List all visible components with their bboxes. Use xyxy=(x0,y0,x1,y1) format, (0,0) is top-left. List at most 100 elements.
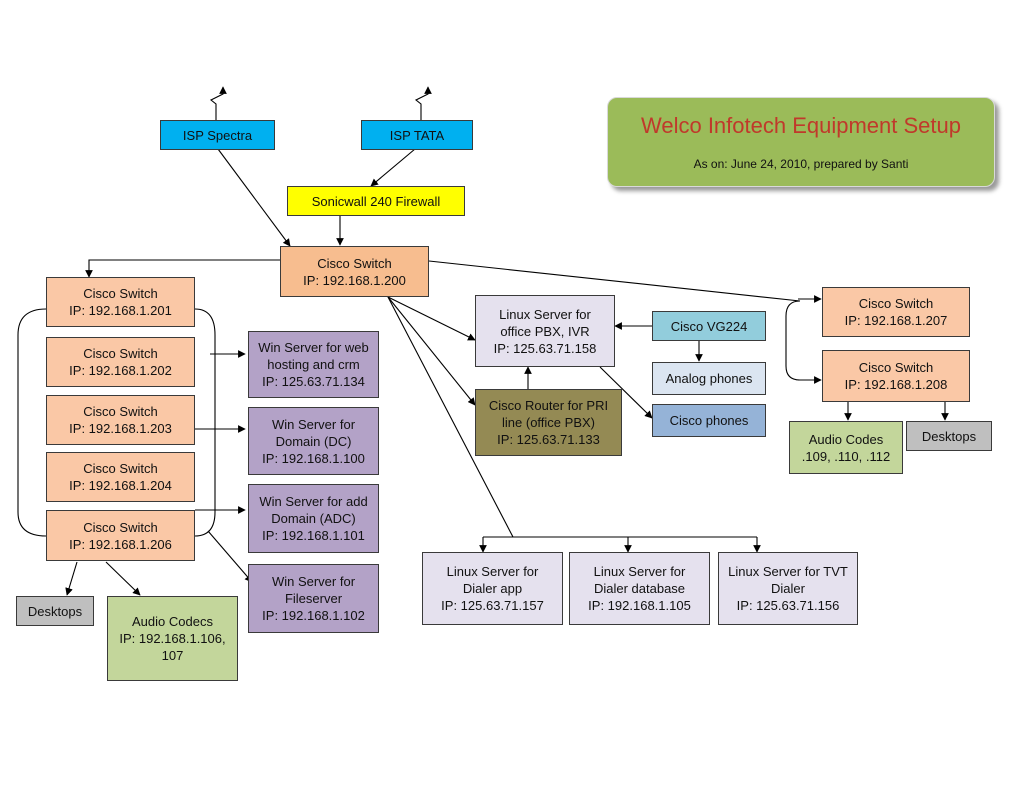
win-file-line1: Win Server for xyxy=(271,574,356,589)
switch-206-ip: IP: 192.168.1.206 xyxy=(69,536,172,552)
win-server-fileserver: Win Server for Fileserver IP: 192.168.1.… xyxy=(248,564,379,633)
switch-203-ip: IP: 192.168.1.203 xyxy=(69,421,172,436)
cisco-vg224-label: Cisco VG224 xyxy=(670,318,748,334)
win-adc-line1: Win Server for add xyxy=(259,494,368,509)
cisco-vg224: Cisco VG224 xyxy=(652,311,766,341)
switch-202: Cisco Switch IP: 192.168.1.202 xyxy=(46,337,195,387)
edge-core-sw201 xyxy=(85,259,280,278)
audio-codes-right-line2: .109, .110, .112 xyxy=(801,448,891,464)
switch-202-ip: IP: 192.168.1.202 xyxy=(69,363,172,378)
switch-207: Cisco Switch IP: 192.168.1.207 xyxy=(822,287,970,337)
cisco-router-pri: Cisco Router for PRI line (office PBX) I… xyxy=(475,389,622,456)
edge-core-linuxpbx xyxy=(387,296,476,341)
dialer-db-line2: Dialer database xyxy=(593,581,686,596)
audio-codecs-left: Audio Codecs IP: 192.168.1.106, 107 xyxy=(107,596,238,681)
dialer-app-line2: Dialer app xyxy=(462,581,523,596)
switch-208-ip: IP: 192.168.1.208 xyxy=(844,377,948,392)
core-switch-ip: IP: 192.168.1.200 xyxy=(303,272,406,288)
audio-codes-right: Audio Codes .109, .110, .112 xyxy=(789,421,903,474)
antenna-tata-icon xyxy=(414,86,432,121)
dialer-db-ip: IP: 192.168.1.105 xyxy=(588,598,691,613)
cisco-phones: Cisco phones xyxy=(652,404,766,437)
switch-204: Cisco Switch IP: 192.168.1.204 xyxy=(46,452,195,502)
cisco-router-ip: IP: 125.63.71.133 xyxy=(497,432,600,447)
edge-stack-winfile xyxy=(207,530,253,583)
edge-tata-firewall xyxy=(370,148,416,187)
linux-pbx-line1: Linux Server for xyxy=(499,306,591,322)
core-switch: Cisco Switch IP: 192.168.1.200 xyxy=(280,246,429,297)
win-web-line2: hosting and crm xyxy=(267,357,360,372)
win-file-line2: Fileserver xyxy=(284,591,343,606)
desktops-right-label: Desktops xyxy=(921,428,977,444)
edge-core-dialers xyxy=(387,296,514,538)
switch-207-name: Cisco Switch xyxy=(858,296,934,311)
diagram-title: Welco Infotech Equipment Setup xyxy=(640,113,961,138)
tvt-line1: Linux Server for TVT xyxy=(728,564,848,579)
linux-server-pbx: Linux Server for office PBX, IVR IP: 125… xyxy=(475,295,615,367)
win-server-dc: Win Server for Domain (DC) IP: 192.168.1… xyxy=(248,407,379,475)
switch-206-name: Cisco Switch xyxy=(83,519,158,535)
edge-linuxpbx-ciscophones xyxy=(599,366,653,419)
cisco-router-line1: Cisco Router for PRI xyxy=(488,398,609,413)
audio-codecs-left-line1: Audio Codecs xyxy=(132,614,213,629)
win-dc-ip: IP: 192.168.1.100 xyxy=(262,450,365,466)
switch-204-name: Cisco Switch xyxy=(83,461,158,476)
dialer-app-ip: IP: 125.63.71.157 xyxy=(441,598,544,613)
sonicwall-firewall: Sonicwall 240 Firewall xyxy=(287,186,465,216)
edge-spectra-core xyxy=(217,148,291,247)
isp-spectra-label: ISP Spectra xyxy=(182,127,253,143)
win-web-line1: Win Server for web xyxy=(258,340,369,355)
stack-bracket-left xyxy=(17,308,47,537)
switch-201: Cisco Switch IP: 192.168.1.201 xyxy=(46,277,195,327)
switch-201-ip: IP: 192.168.1.201 xyxy=(69,303,172,318)
cisco-router-line2: line (office PBX) xyxy=(502,415,595,430)
switch-208-name: Cisco Switch xyxy=(858,360,934,375)
switch-206: Cisco Switch IP: 192.168.1.206 xyxy=(46,510,195,561)
linux-pbx-line2: office PBX, IVR xyxy=(500,323,590,339)
desktops-right: Desktops xyxy=(906,421,992,451)
stack-bracket-right xyxy=(194,308,216,537)
linux-pbx-ip: IP: 125.63.71.158 xyxy=(493,340,597,356)
linux-server-dialer-app: Linux Server for Dialer app IP: 125.63.7… xyxy=(422,552,563,625)
switch-201-name: Cisco Switch xyxy=(83,286,158,301)
linux-server-dialer-db: Linux Server for Dialer database IP: 192… xyxy=(569,552,710,625)
dialer-db-line1: Linux Server for xyxy=(593,564,686,579)
switch-203: Cisco Switch IP: 192.168.1.203 xyxy=(46,395,195,445)
desktops-left-label: Desktops xyxy=(27,603,83,619)
win-adc-line2: Domain (ADC) xyxy=(271,511,356,526)
cisco-phones-label: Cisco phones xyxy=(669,413,749,428)
analog-phones: Analog phones xyxy=(652,362,766,395)
title-box: Welco Infotech Equipment Setup As on: Ju… xyxy=(607,97,995,187)
isp-tata-label: ISP TATA xyxy=(389,127,445,143)
desktops-left: Desktops xyxy=(16,596,94,626)
audio-codecs-left-line2: IP: 192.168.1.106, xyxy=(119,631,226,646)
win-file-ip: IP: 192.168.1.102 xyxy=(262,608,365,623)
core-switch-name: Cisco Switch xyxy=(317,255,392,271)
analog-phones-label: Analog phones xyxy=(665,371,753,386)
firewall-label: Sonicwall 240 Firewall xyxy=(311,193,441,209)
antenna-spectra-icon xyxy=(209,86,227,121)
switch-203-name: Cisco Switch xyxy=(83,404,158,419)
switch-204-ip: IP: 192.168.1.204 xyxy=(69,478,172,493)
tvt-ip: IP: 125.63.71.156 xyxy=(736,598,840,613)
right-bracket xyxy=(785,300,801,381)
dialer-app-line1: Linux Server for xyxy=(446,564,539,579)
isp-tata: ISP TATA xyxy=(361,120,473,150)
edge-sw206-desktops xyxy=(65,561,78,596)
switch-208: Cisco Switch IP: 192.168.1.208 xyxy=(822,350,970,402)
edge-sw206-audiocodecs xyxy=(105,561,141,596)
audio-codecs-left-line3: 107 xyxy=(161,648,184,663)
win-server-adc: Win Server for add Domain (ADC) IP: 192.… xyxy=(248,484,379,553)
win-server-web: Win Server for web hosting and crm IP: 1… xyxy=(248,331,379,398)
switch-207-ip: IP: 192.168.1.207 xyxy=(844,313,948,328)
edge-core-router xyxy=(387,296,476,406)
diagram-subtitle: As on: June 24, 2010, prepared by Santi xyxy=(693,157,909,171)
win-dc-line1: Win Server for xyxy=(271,416,356,432)
audio-codes-right-line1: Audio Codes xyxy=(808,431,884,447)
isp-spectra: ISP Spectra xyxy=(160,120,275,150)
win-dc-line2: Domain (DC) xyxy=(275,433,352,449)
win-adc-ip: IP: 192.168.1.101 xyxy=(262,528,365,543)
tvt-line2: Dialer xyxy=(771,581,805,596)
